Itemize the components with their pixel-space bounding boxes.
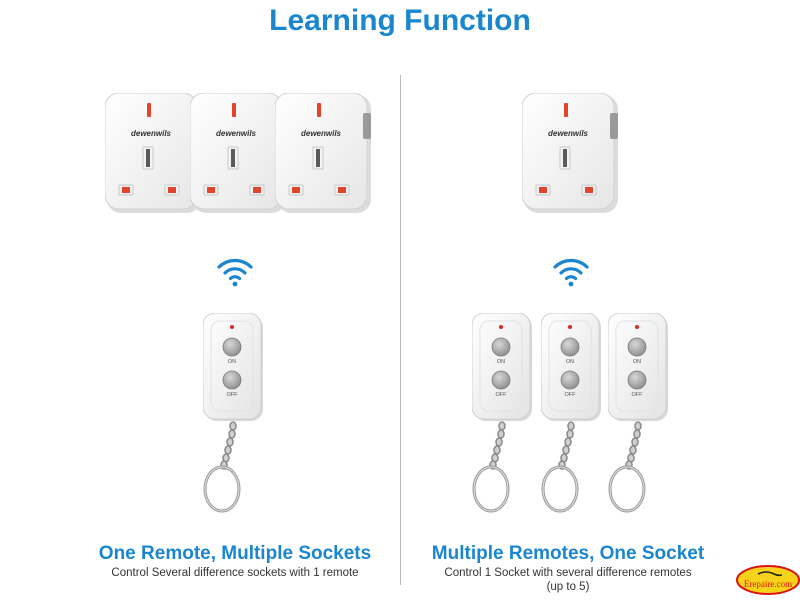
remote-control-3: ON OFF <box>608 313 670 513</box>
wireless-signal-icon <box>553 258 589 288</box>
socket-plug-single: dewenwils <box>522 93 619 214</box>
brand-logo-text: dewenwils <box>301 129 342 138</box>
remote-off-label: OFF <box>496 392 508 398</box>
socket-plug-3: dewenwils <box>275 93 372 214</box>
watermark-text: Erepaire.com <box>744 579 792 589</box>
brand-logo-text: dewenwils <box>548 129 589 138</box>
brand-logo-text: dewenwils <box>131 129 172 138</box>
remote-off-label: OFF <box>565 392 577 398</box>
remote-control-1: ON OFF <box>472 313 534 513</box>
remote-control-2: ON OFF <box>541 313 603 513</box>
socket-plug-1: dewenwils <box>105 93 202 214</box>
remote-on-label: ON <box>497 359 505 365</box>
left-heading: One Remote, Multiple Sockets <box>98 543 372 564</box>
remote-off-label: OFF <box>632 392 644 398</box>
right-subtext-line1: Control 1 Socket with several difference… <box>444 567 692 579</box>
right-heading: Multiple Remotes, One Socket <box>431 543 705 564</box>
remote-on-label: ON <box>228 359 236 365</box>
watermark-logo: Erepaire.com <box>736 565 800 595</box>
left-subtext: Control Several difference sockets with … <box>111 567 359 579</box>
socket-plug-2: dewenwils <box>190 93 287 214</box>
center-divider <box>400 75 401 585</box>
remote-on-label: ON <box>566 359 574 365</box>
wireless-signal-icon <box>217 258 253 288</box>
remote-off-label: OFF <box>227 392 239 398</box>
remote-on-label: ON <box>633 359 641 365</box>
right-subtext-line2: (up to 5) <box>546 581 590 593</box>
brand-logo-text: dewenwils <box>216 129 257 138</box>
remote-control: ON OFF <box>203 313 265 513</box>
page-title: Learning Function <box>269 4 531 37</box>
